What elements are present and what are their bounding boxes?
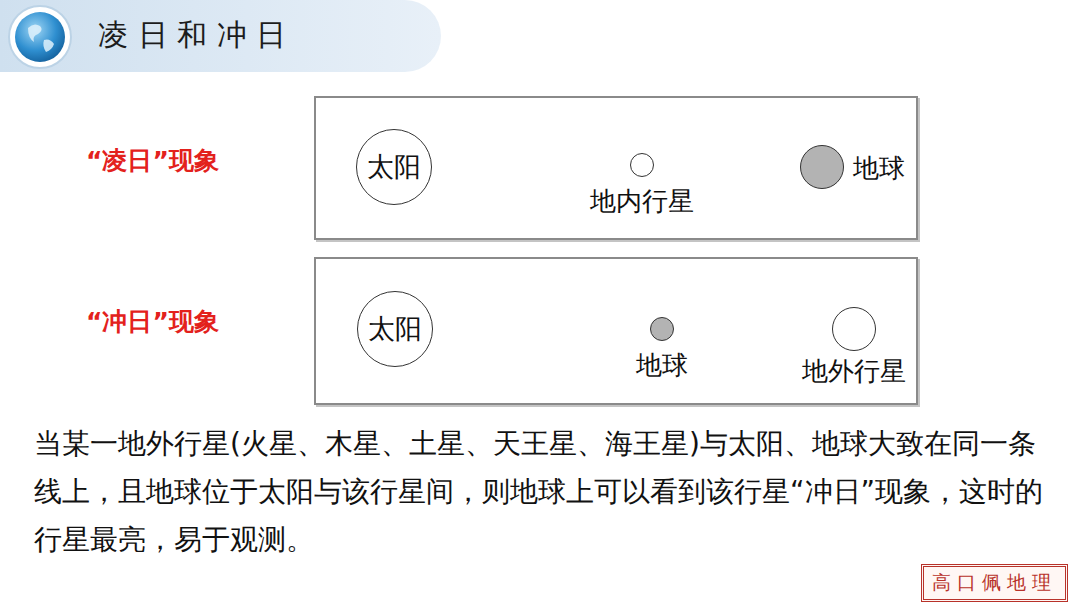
- globe-icon: [15, 12, 65, 62]
- planet-label: 地内行星: [590, 184, 694, 219]
- watermark-seal: 高口佩地理: [921, 564, 1068, 602]
- planet-label: 地球: [853, 151, 905, 186]
- body-paragraph: 当某一地外行星(火星、木星、土星、天王星、海王星)与太阳、地球大致在同一条线上，…: [34, 420, 1054, 564]
- sun-circle: 太阳: [356, 129, 432, 205]
- sun-circle: 太阳: [357, 291, 433, 367]
- planet-circle: 地球: [800, 145, 844, 189]
- page-title: 凌 日 和 冲 日: [98, 15, 286, 56]
- planet-circle: 地球: [650, 317, 674, 341]
- sun-label: 太阳: [357, 130, 431, 204]
- sun-label: 太阳: [358, 292, 432, 366]
- panel-heading: “冲日”现象: [86, 305, 219, 338]
- globe-ring: [9, 6, 71, 68]
- planet-label: 地球: [636, 348, 688, 383]
- globe-land: [28, 24, 54, 52]
- diagram-panel: “冲日”现象太阳地球地外行星: [314, 257, 918, 405]
- planet-circle: 地内行星: [630, 153, 654, 177]
- planet-label: 地外行星: [802, 354, 906, 389]
- diagram-panel: “凌日”现象太阳地内行星地球: [314, 96, 918, 240]
- planet-circle: 地外行星: [832, 307, 876, 351]
- panel-heading: “凌日”现象: [86, 144, 219, 177]
- title-banner: [0, 0, 441, 72]
